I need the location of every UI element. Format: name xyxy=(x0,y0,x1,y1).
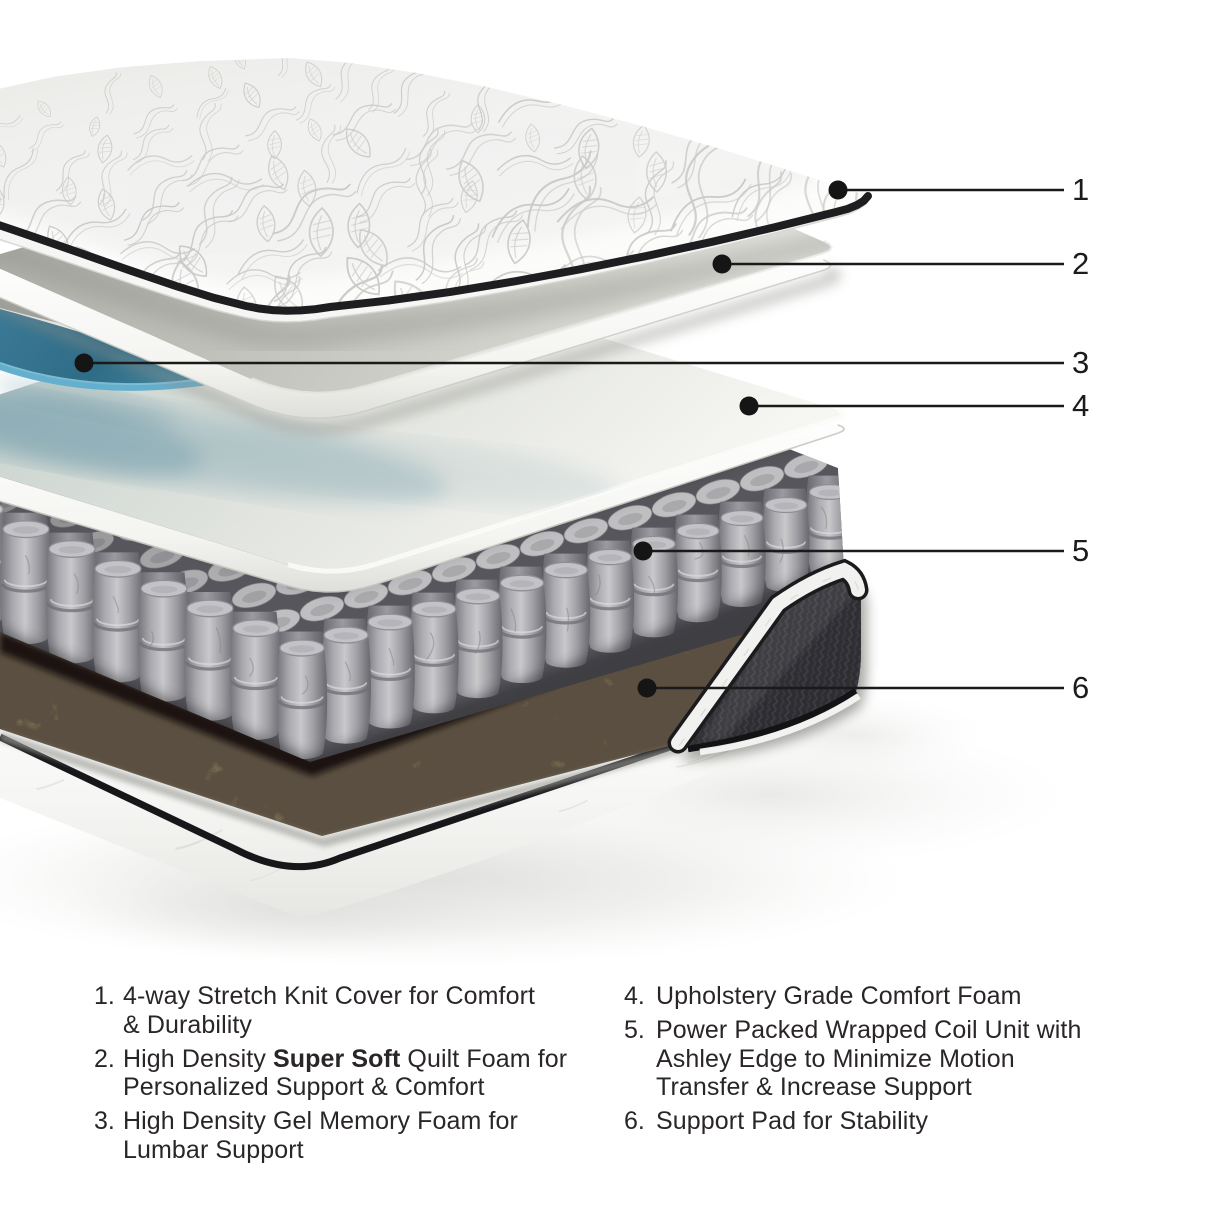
callout-number-2: 2 xyxy=(1072,246,1090,281)
legend-item-1: 1. 4-way Stretch Knit Cover for Comfort … xyxy=(94,982,580,1039)
callout-dot-1 xyxy=(828,180,848,200)
callout-dot-5 xyxy=(633,541,653,561)
legend-item-number: 6. xyxy=(624,1107,645,1135)
legend-item-text: High Density Gel Memory Foam for Lumbar … xyxy=(123,1107,518,1164)
legend-item-text: Power Packed Wrapped Coil Unit with Ashl… xyxy=(656,1016,1082,1101)
legend-item-text: High Density Super Soft Quilt Foam for P… xyxy=(123,1044,568,1102)
callout-number-5: 5 xyxy=(1072,533,1090,568)
callout-lines xyxy=(74,180,1064,698)
legend-item-3: 3. High Density Gel Memory Foam for Lumb… xyxy=(94,1107,580,1164)
legend-item-number: 2. xyxy=(94,1044,115,1073)
legend-item-number: 3. xyxy=(94,1107,115,1135)
legend-item-number: 5. xyxy=(624,1016,645,1044)
callout-number-1: 1 xyxy=(1072,172,1090,207)
legend-item-4: 4. Upholstery Grade Comfort Foam xyxy=(624,982,1096,1011)
callout-number-4: 4 xyxy=(1072,388,1090,423)
legend-item-text: Upholstery Grade Comfort Foam xyxy=(656,982,1022,1010)
callout-dot-4 xyxy=(739,396,759,416)
legend-item-number: 4. xyxy=(624,982,645,1010)
callout-dot-6 xyxy=(637,678,657,698)
legend-item-number: 1. xyxy=(94,982,115,1010)
callout-number-3: 3 xyxy=(1072,345,1090,380)
legend-item-text: Support Pad for Stability xyxy=(656,1107,929,1135)
legend-column-left: 1. 4-way Stretch Knit Cover for Comfort … xyxy=(94,982,580,1170)
support-pad-layer xyxy=(0,586,782,847)
legend-item-2: 2. High Density Super Soft Quilt Foam fo… xyxy=(94,1045,580,1102)
legend-item-6: 6. Support Pad for Stability xyxy=(624,1107,1096,1136)
legend-column-right: 4. Upholstery Grade Comfort Foam 5. Powe… xyxy=(624,982,1096,1141)
callout-dot-2 xyxy=(712,254,732,274)
legend-item-5: 5. Power Packed Wrapped Coil Unit with A… xyxy=(624,1016,1096,1102)
edge-encasement xyxy=(667,558,869,760)
callout-number-6: 6 xyxy=(1072,670,1090,705)
legend-item-text: 4-way Stretch Knit Cover for Comfort & D… xyxy=(123,982,536,1039)
callout-dot-3 xyxy=(74,353,94,373)
